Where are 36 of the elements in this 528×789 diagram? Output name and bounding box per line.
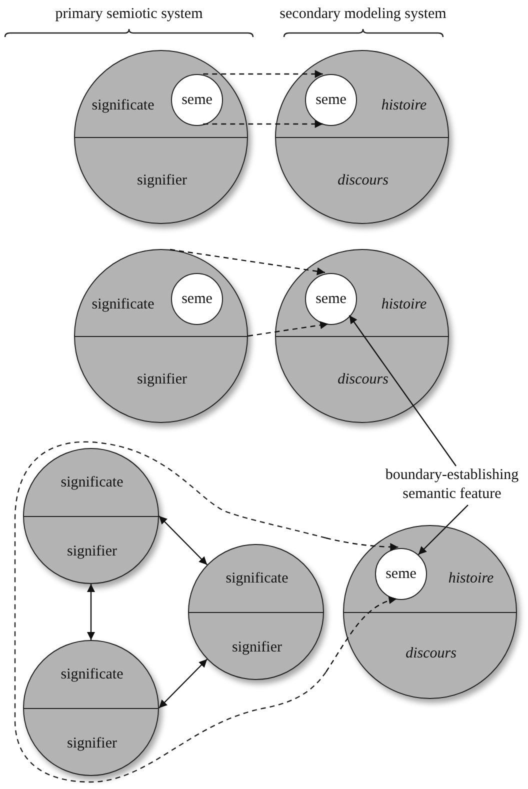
- upper-label: significate: [60, 474, 124, 492]
- lower-label: signifier: [137, 372, 187, 388]
- upper-label: significate: [226, 570, 288, 588]
- dashed-arrow: [326, 596, 397, 672]
- dashed-arrow: [326, 537, 398, 551]
- dashed-arrow: [203, 70, 323, 78]
- bracket-label: secondary modeling system: [280, 6, 446, 23]
- upper-label: histoire: [381, 296, 427, 314]
- lower-label: signifier: [137, 172, 187, 190]
- lower-label: signifier: [232, 640, 282, 656]
- seme-circle: seme: [171, 74, 223, 126]
- annotation-text: boundary-establishing semantic feature: [376, 466, 528, 506]
- bracket-label: primary semiotic system: [55, 6, 203, 23]
- seme-circle: seme: [305, 273, 357, 325]
- arrow: [348, 315, 456, 466]
- seme-circle: seme: [171, 273, 223, 325]
- double-arrow: [158, 516, 208, 566]
- lower-label: discours: [338, 372, 388, 388]
- dashed-arrow: [248, 321, 328, 337]
- seme-circle: seme: [305, 74, 357, 126]
- double-arrow: [158, 658, 208, 708]
- arrow: [418, 504, 468, 556]
- sign-circle: [23, 448, 159, 584]
- lower-label: discours: [406, 646, 456, 662]
- upper-label: significate: [60, 666, 124, 684]
- seme-circle: seme: [375, 548, 427, 600]
- lower-label: signifier: [67, 544, 117, 560]
- double-arrow: [87, 584, 95, 640]
- upper-label: histoire: [448, 570, 494, 588]
- dashed-arrow: [170, 248, 326, 276]
- upper-label: significate: [92, 296, 154, 314]
- lower-label: signifier: [67, 736, 117, 752]
- upper-label: histoire: [381, 98, 427, 114]
- dashed-arrow: [203, 120, 323, 128]
- upper-label: significate: [92, 98, 154, 114]
- lower-label: discours: [338, 172, 388, 190]
